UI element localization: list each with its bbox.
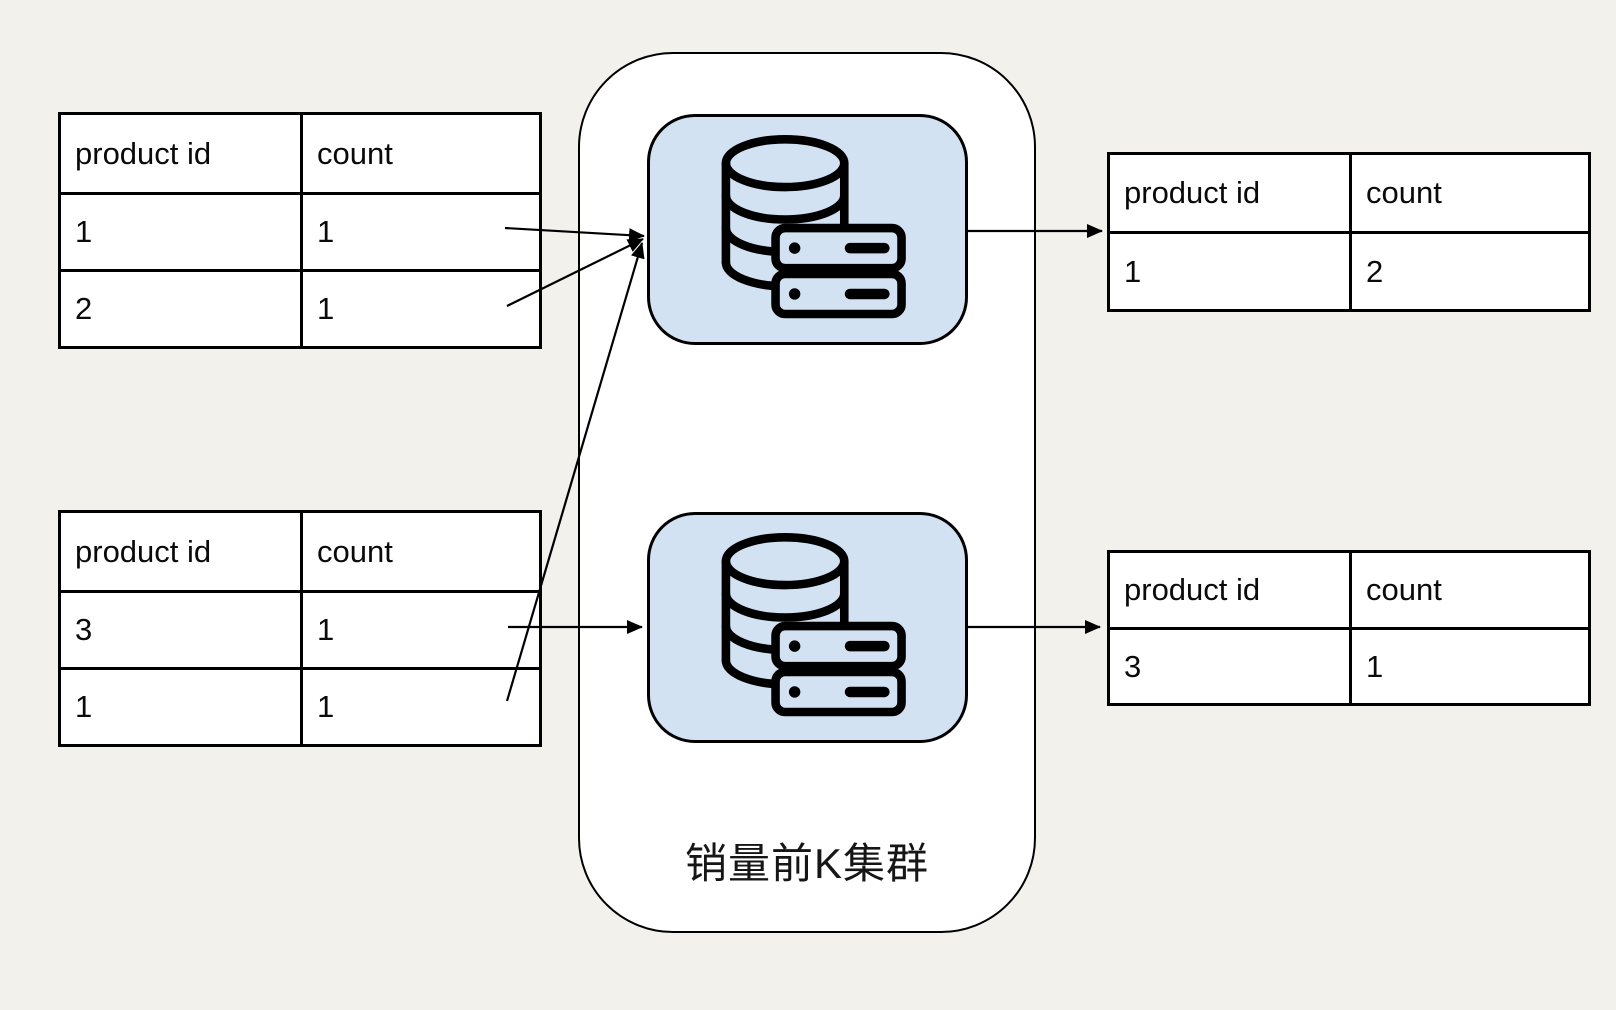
table-row: 3 1 xyxy=(1107,627,1591,706)
header-cell-product-id: product id xyxy=(1107,550,1352,630)
cell-count: 1 xyxy=(300,667,542,747)
cell-product-id: 1 xyxy=(58,667,303,747)
header-cell-product-id: product id xyxy=(1107,152,1352,234)
header-cell-count: count xyxy=(1349,152,1591,234)
cell-count: 2 xyxy=(1349,231,1591,312)
table-output-top: product id count 1 2 xyxy=(1107,152,1591,312)
cell-product-id: 2 xyxy=(58,269,303,349)
table-header-row: product id count xyxy=(1107,550,1591,630)
cell-product-id: 3 xyxy=(1107,627,1352,706)
cluster-label: 销量前K集群 xyxy=(684,840,929,887)
cell-count: 1 xyxy=(1349,627,1591,706)
cluster-node-top xyxy=(647,114,968,345)
database-server-icon xyxy=(721,134,906,318)
header-cell-product-id: product id xyxy=(58,112,303,195)
table-row: 1 1 xyxy=(58,667,542,747)
table-header-row: product id count xyxy=(1107,152,1591,234)
header-cell-count: count xyxy=(1349,550,1591,630)
cell-count: 1 xyxy=(300,590,542,670)
cell-count: 1 xyxy=(300,192,542,272)
table-input-top: product id count 1 1 2 1 xyxy=(58,112,542,349)
table-header-row: product id count xyxy=(58,510,542,593)
header-cell-count: count xyxy=(300,112,542,195)
cell-product-id: 3 xyxy=(58,590,303,670)
database-server-icon xyxy=(721,532,906,716)
cell-product-id: 1 xyxy=(58,192,303,272)
table-row: 1 1 xyxy=(58,192,542,272)
table-row: 1 2 xyxy=(1107,231,1591,312)
table-row: 2 1 xyxy=(58,269,542,349)
table-header-row: product id count xyxy=(58,112,542,195)
table-row: 3 1 xyxy=(58,590,542,670)
table-output-bottom: product id count 3 1 xyxy=(1107,550,1591,706)
cell-product-id: 1 xyxy=(1107,231,1352,312)
header-cell-count: count xyxy=(300,510,542,593)
cluster-node-bottom xyxy=(647,512,968,743)
header-cell-product-id: product id xyxy=(58,510,303,593)
cell-count: 1 xyxy=(300,269,542,349)
table-input-bottom: product id count 3 1 1 1 xyxy=(58,510,542,747)
